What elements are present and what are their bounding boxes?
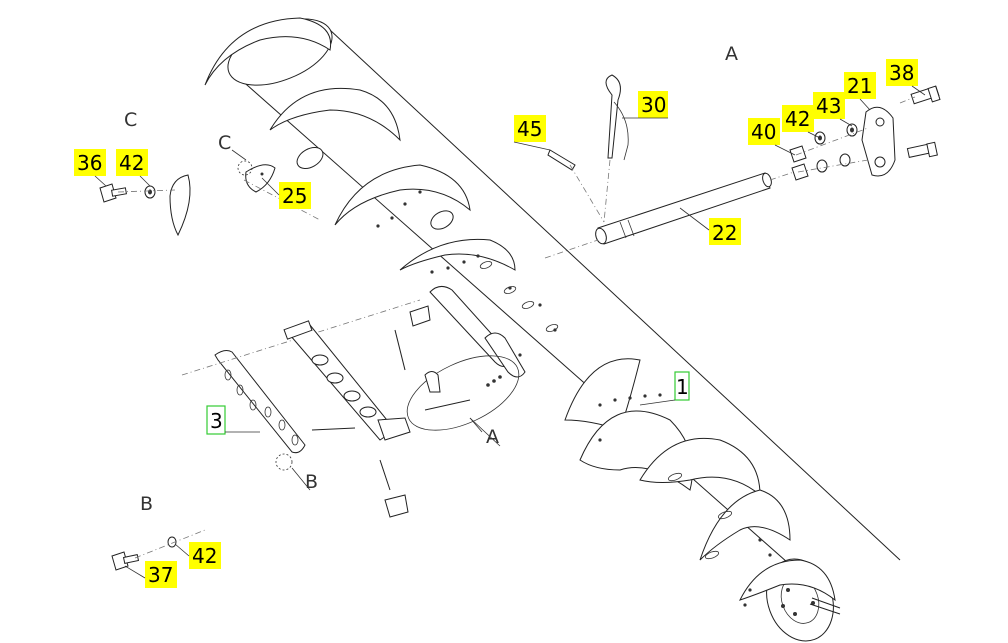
pin-30 [603,74,629,223]
bolt-38 [899,85,941,158]
shaft-22 [544,169,801,259]
callout-30-text: 30 [641,93,666,117]
detail-a-ellipse [406,355,520,433]
callout-45: 45 [513,115,551,151]
callout-36-text: 36 [77,151,102,175]
view-label-c-mid: C [218,132,231,154]
view-label-c-left: C [124,109,137,131]
callout-42-left: 42 [116,149,151,187]
callout-40-text: 40 [751,120,776,144]
callout-42-top-text: 42 [785,107,810,131]
view-label-a-top: A [725,43,738,65]
callout-43: 43 [813,92,853,127]
plate-21 [861,106,896,177]
callout-25: 25 [261,177,311,209]
detail-c-hardware [99,174,191,237]
clip-45 [547,149,605,223]
side-plate-3 [181,299,421,471]
callout-40: 40 [748,118,796,156]
callout-3: 3 [206,405,260,435]
callout-1: 1 [639,371,690,406]
view-label-b-detail: B [305,471,318,493]
auger-flighting-lower [564,358,836,602]
callout-45-text: 45 [517,117,542,141]
callout-42-top: 42 [782,105,821,139]
view-label-a-detail: A [486,426,499,448]
callout-25-text: 25 [282,184,307,208]
callout-38-text: 38 [889,61,914,85]
callout-36: 36 [74,149,107,187]
view-label-b-bottom: B [140,493,153,515]
callout-42-left-text: 42 [119,151,144,175]
tube-windows [429,286,526,378]
callout-1-text: 1 [676,375,689,399]
callout-42-bottom-text: 42 [192,544,217,568]
auger-flighting-upper [204,17,516,271]
callout-22: 22 [679,207,741,245]
callout-22-text: 22 [712,221,737,245]
callout-37: 37 [124,561,177,588]
washers-40-42-43 [789,123,869,181]
callout-37-text: 37 [148,563,173,587]
detail-b-hardware [111,529,206,571]
callout-21-text: 21 [847,74,872,98]
callout-38: 38 [886,59,926,96]
tube-slots [479,261,733,560]
callout-42-bottom: 42 [174,542,221,569]
tube-bolt-holes [376,190,772,607]
callout-43-text: 43 [816,94,841,118]
cam-shaft [283,305,471,518]
callout-30: 30 [622,91,668,119]
callout-3-text: 3 [210,409,223,433]
callout-21: 21 [844,72,876,111]
